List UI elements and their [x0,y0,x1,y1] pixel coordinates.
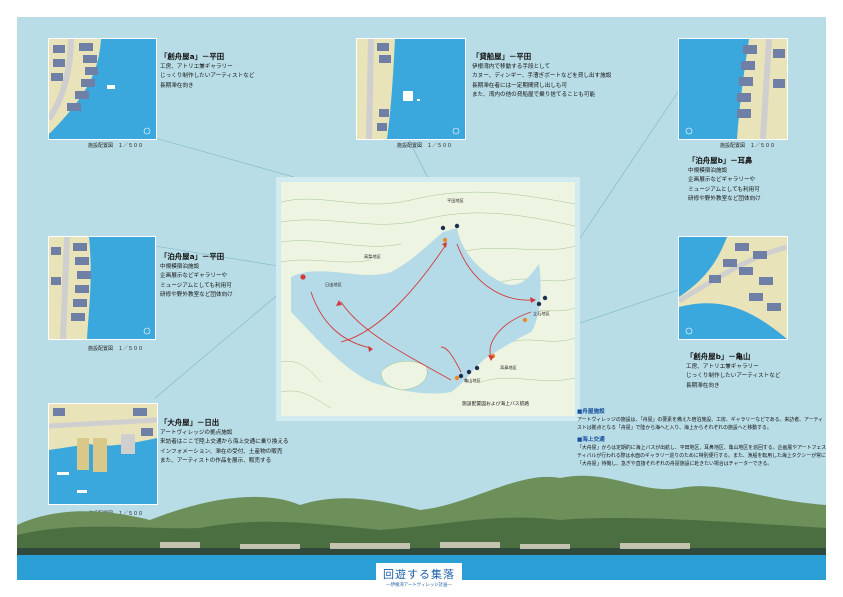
place-label-kameyama: 亀山地区 [464,378,481,383]
notes-panel: ■舟屋施設 アートヴィレッジの施設は、「舟屋」の要素を備えた宿泊施設、工房、ギャ… [577,408,827,471]
site-marker [536,301,542,307]
spot-line: 研修や野外教室など団体向け [160,292,233,299]
ferry-route-line [456,243,534,301]
ferry-route-line [340,301,452,381]
site-plan-thumbnail-kashibuneya [356,38,466,140]
bay-route-map [276,177,580,421]
poster-title: 回遊する集落 [383,568,455,581]
site-plan-drawing [679,237,787,339]
spot-line: カヌー、ディンギー、手漕ぎボートなどを貸し出す施設 [472,73,612,80]
notes-heading: ■舟屋施設 [577,409,605,415]
site-plan-drawing [49,237,155,339]
spot-line: 中規模宿泊施設 [688,167,728,174]
site-marker [300,274,306,280]
spot-title: 「大舟屋」－日出 [160,418,220,427]
spot-line: 企画展示などギャラリーや [688,177,756,184]
spot-line: 来訪者はここで陸上交通から海上交通に乗り換える [160,439,289,446]
map-caption: 施設配置図および海上バス航路 [462,402,530,407]
site-marker [458,373,464,379]
site-marker [466,369,472,375]
site-marker [542,295,548,301]
site-marker [474,365,480,371]
site-marker [440,225,446,231]
ferry-route-line [440,346,462,373]
spot-line: 長期滞在向き [160,82,194,89]
spot-line: じっくり制作したいアーティストなど [160,73,255,80]
site-plan-drawing [49,39,156,139]
info-souhuneya-a: 「創舟屋a」－平田 工房、アトリエ兼ギャラリー じっくり制作したいアーティストな… [160,52,254,91]
site-plan-drawing [357,39,465,139]
site-plan-scale-label: 施設配置図 １／５００ [720,143,776,149]
spot-title: 「泊舟屋b」－耳鼻 [688,156,753,165]
site-marker [522,317,528,323]
site-plan-scale-label: 施設配置図 １／５００ [88,511,144,517]
info-souhuneya-b: 「創舟屋b」－亀山 工房、アトリエ兼ギャラリー じっくり制作したいアーティストな… [686,352,780,391]
ferry-route-arrow [336,300,342,306]
spot-line: ミュージアムとしても利用可 [688,186,760,193]
poster-subtitle: ―伊根湾アートヴィレッジ計画― [386,583,452,588]
notes-paragraph: アートヴィレッジの施設は、「舟屋」の要素を備えた宿泊施設、工房、ギャラリーなどで… [577,417,823,432]
site-plan-scale-label: 施設配置図 １／５００ [397,143,453,149]
connector-line [154,275,301,399]
site-plan-drawing [679,39,787,139]
site-plan-thumbnail-souhuneya-a [48,38,157,140]
bay-map-drawing [281,182,575,416]
title-plate: 回遊する集落 ―伊根湾アートヴィレッジ計画― [376,563,462,593]
place-label-hiji: 日出地区 [325,282,342,287]
site-plan-thumbnail-souhuneya-b [678,236,788,340]
ferry-route-arrow [442,242,447,248]
info-ohuneya: 「大舟屋」－日出 アートヴィレッジの拠点施設 来訪者はここで陸上交通から海上交通… [160,418,289,467]
ferry-route-arrow [368,346,373,352]
spot-line: 研修や野外教室など団体向け [688,196,761,203]
notes-heading: ■海上交通 [577,436,605,443]
place-label-takanashi: 高梨地区 [364,254,381,259]
ferry-route-arrow [530,297,536,303]
ferry-route-line [489,311,532,359]
info-kashibuneya: 「貸船屋」－平田 伊根湾内で移動する手段として カヌー、ディンギー、手漕ぎボート… [472,52,611,101]
spot-line: じっくり制作したいアーティストなど [686,373,781,380]
spot-line: アートヴィレッジの拠点施設 [160,429,233,436]
info-hakushuya-b: 「泊舟屋b」－耳鼻 中規模宿泊施設 企画展示などギャラリーや ミュージアムとして… [688,156,761,205]
spot-line: ミュージアムとしても利用可 [160,282,232,289]
place-label-hirata: 平田地区 [447,198,464,203]
spot-line: インフォメーション、滞在の受付、土産物の販売 [160,448,283,455]
spot-line: 工房、アトリエ兼ギャラリー [686,363,759,370]
spot-line: 長期滞在者には一定期間貸し出しも可 [472,82,568,89]
spot-line: 伊根湾内で移動する手段として [472,63,551,70]
spot-line: 工房、アトリエ兼ギャラリー [160,63,233,70]
notes-paragraph: 「大舟屋」からは定期的に海上バスが出航し、平田地区、耳鼻地区、亀山地区を巡回する… [577,444,827,468]
info-hakushuya-a: 「泊舟屋a」－平田 中規模宿泊施設 企画展示などギャラリーや ミュージアムとして… [160,252,233,301]
site-plan-thumbnail-hakushuya-b [678,38,788,140]
spot-line: また、湾内の他の貸船屋で乗り捨てることも可能 [472,92,596,99]
site-plan-scale-label: 施設配置図 １／５００ [88,346,144,352]
spot-line: 企画展示などギャラリーや [160,273,228,280]
spot-line: 中規模宿泊施設 [160,263,200,270]
site-plan-thumbnail-ohuneya [48,403,158,505]
ferry-route-line [310,291,372,349]
place-label-mimihana: 耳鼻地区 [500,365,517,370]
site-marker [454,223,460,229]
site-marker [442,237,448,243]
spot-title: 「創舟屋b」－亀山 [686,352,751,361]
site-plan-drawing [49,404,157,504]
site-plan-thumbnail-hakushuya-a [48,236,156,340]
site-marker [454,375,460,381]
ferry-route-arrow [488,355,494,361]
spot-title: 「貸船屋」－平田 [472,52,532,61]
site-plan-scale-label: 施設配置図 １／５００ [88,143,144,149]
ferry-route-line [340,245,446,343]
spot-title: 「創舟屋a」－平田 [160,52,225,61]
place-label-tateishi: 立石地区 [533,311,550,316]
spot-line: 長期滞在向き [686,382,720,389]
spot-line: また、アーティストの作品を展示、販売する [160,458,272,465]
spot-title: 「泊舟屋a」－平田 [160,252,225,261]
